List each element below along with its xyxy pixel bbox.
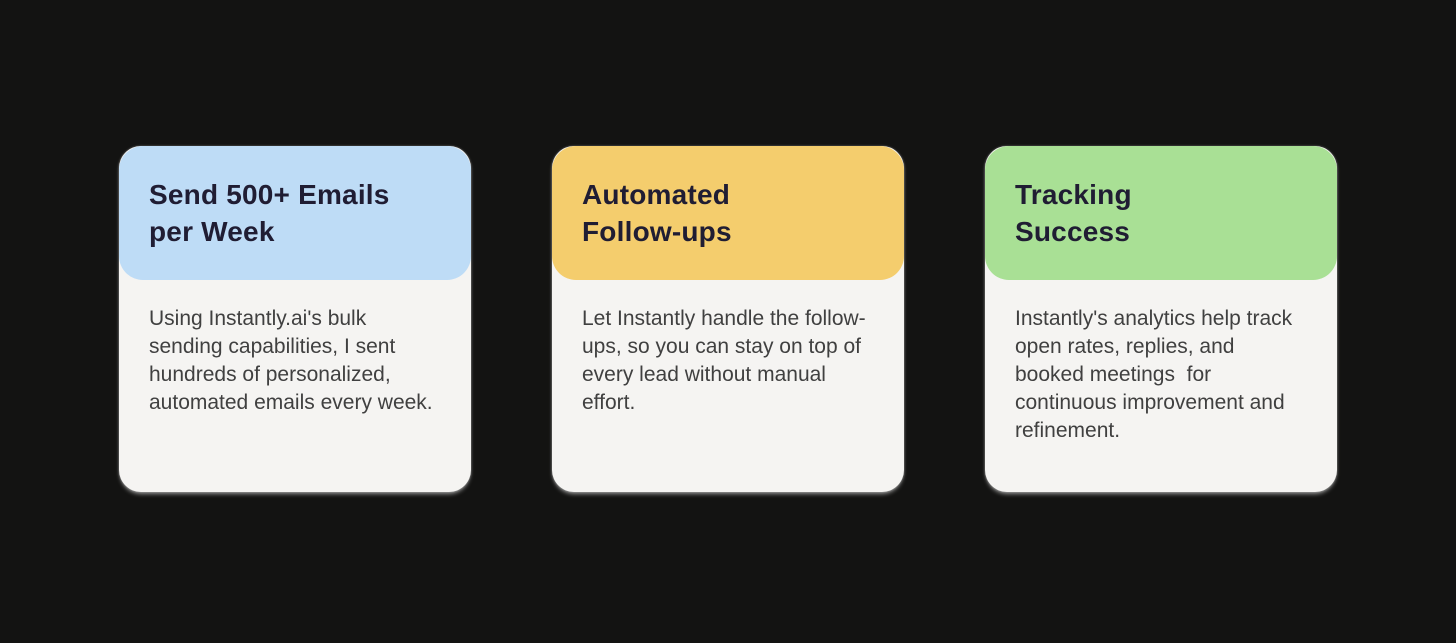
card-title: Tracking Success	[1015, 176, 1132, 250]
card-body-text: Let Instantly handle the follow-ups, so …	[582, 307, 867, 414]
card-header-green: Tracking Success	[985, 146, 1337, 280]
card-body: Instantly's analytics help track open ra…	[985, 280, 1337, 445]
card-title-line: Tracking	[1015, 179, 1132, 210]
card-header-yellow: Automated Follow-ups	[552, 146, 904, 280]
card-body: Let Instantly handle the follow-ups, so …	[552, 280, 904, 417]
card-body-text: Using Instantly.ai's bulk sending capabi…	[149, 307, 433, 414]
feature-card-automated-follow-ups: Automated Follow-ups Let Instantly handl…	[552, 146, 904, 492]
feature-card-send-emails: Send 500+ Emails per Week Using Instantl…	[119, 146, 471, 492]
card-body: Using Instantly.ai's bulk sending capabi…	[119, 280, 471, 417]
feature-cards-row: Send 500+ Emails per Week Using Instantl…	[119, 146, 1337, 492]
card-title-line: Follow-ups	[582, 216, 732, 247]
feature-card-tracking-success: Tracking Success Instantly's analytics h…	[985, 146, 1337, 492]
card-title-line: Success	[1015, 216, 1131, 247]
card-title-line: Send 500+ Emails	[149, 179, 390, 210]
card-header-blue: Send 500+ Emails per Week	[119, 146, 471, 280]
card-title: Automated Follow-ups	[582, 176, 732, 250]
card-title-line: Automated	[582, 179, 731, 210]
card-body-text: Instantly's analytics help track open ra…	[1015, 307, 1298, 442]
card-title: Send 500+ Emails per Week	[149, 176, 390, 250]
card-title-line: per Week	[149, 216, 275, 247]
